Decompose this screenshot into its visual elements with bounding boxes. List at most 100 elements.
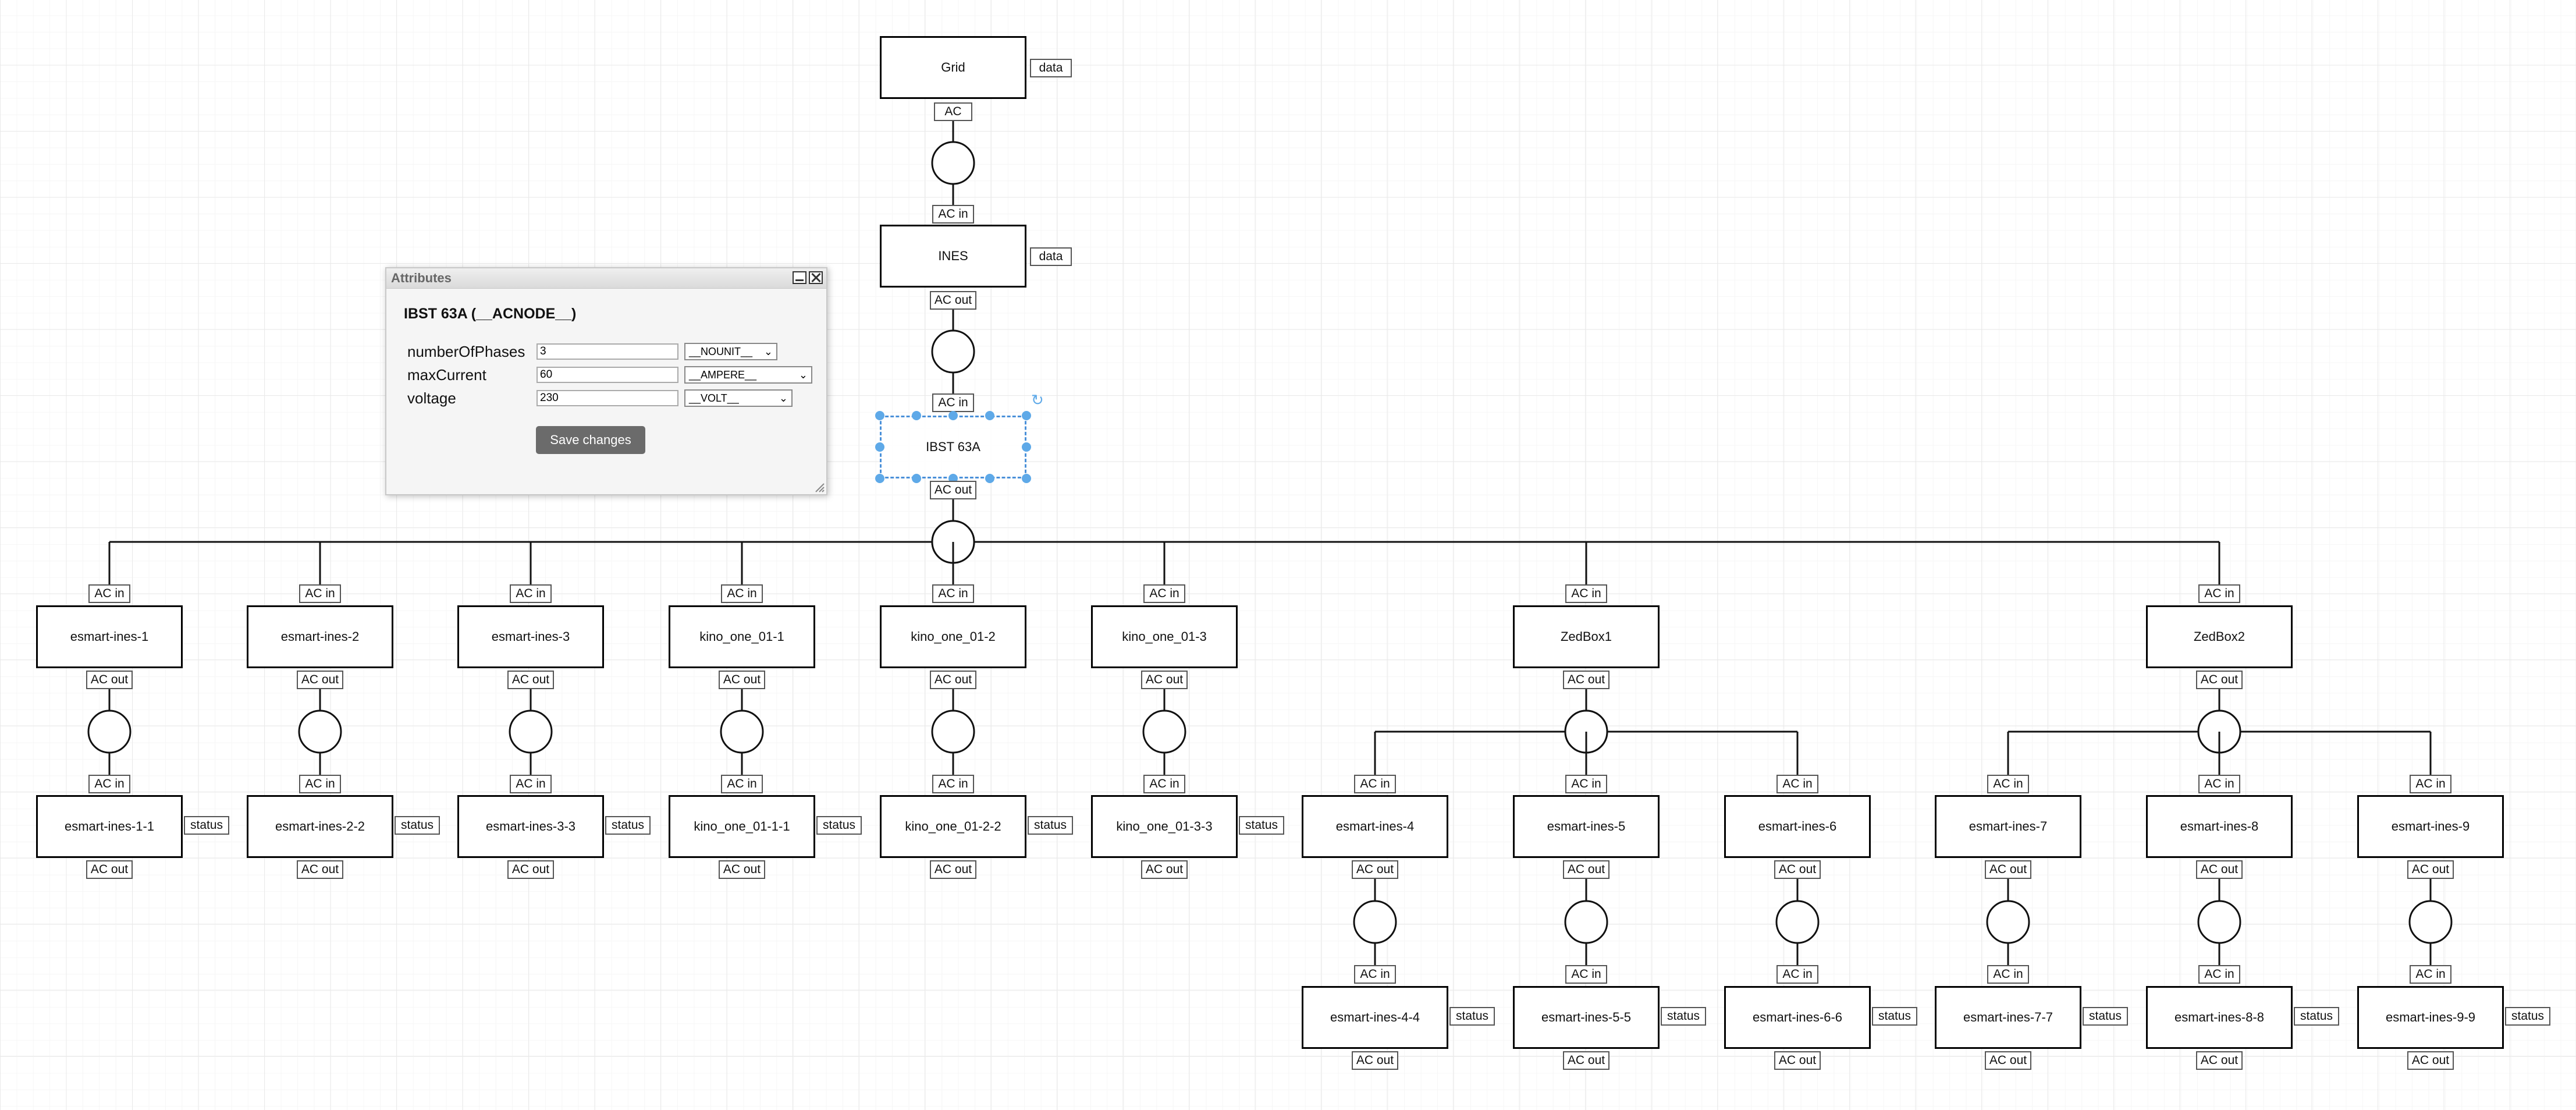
bus-junction[interactable] [2197, 900, 2241, 944]
port-label-ac-in[interactable]: AC in [932, 584, 974, 603]
port-label-ac-out[interactable]: AC out [1563, 671, 1609, 689]
port-label-status[interactable]: status [184, 816, 229, 835]
port-label-status[interactable]: status [1872, 1007, 1917, 1026]
port-label-ac-in[interactable]: AC in [1354, 965, 1396, 984]
port-label-ac-out[interactable]: AC out [2196, 1051, 2243, 1070]
port-label-ac-in[interactable]: AC in [2198, 584, 2240, 603]
device-node-n3[interactable]: esmart-ines-3 [457, 605, 604, 668]
port-label-ac-in[interactable]: AC in [1143, 775, 1185, 793]
port-label-ac-out[interactable]: AC out [1352, 1051, 1398, 1070]
port-label-ac-in[interactable]: AC in [2410, 965, 2451, 984]
port-label-data[interactable]: data [1030, 59, 1072, 77]
port-label-status[interactable]: status [2505, 1007, 2550, 1026]
port-label-status[interactable]: status [605, 816, 651, 835]
port-label-ac-in[interactable]: AC in [721, 775, 763, 793]
voltage-input[interactable] [536, 390, 678, 406]
unit-select[interactable]: __NOUNIT__ ⌄ [684, 343, 777, 360]
device-node-c2[interactable]: esmart-ines-2-2 [247, 795, 393, 858]
port-label-ac-out[interactable]: AC out [507, 860, 554, 879]
device-node-z7[interactable]: esmart-ines-7 [1935, 795, 2081, 858]
device-node-z5[interactable]: esmart-ines-5 [1513, 795, 1660, 858]
port-label-ac-in[interactable]: AC in [510, 584, 552, 603]
resize-handle[interactable] [985, 474, 994, 483]
bus-junction[interactable] [931, 329, 975, 374]
resize-handle[interactable] [1022, 442, 1031, 452]
device-node-z4[interactable]: esmart-ines-4 [1302, 795, 1448, 858]
port-label-ac-in[interactable]: AC in [88, 584, 130, 603]
port-label-ac-out[interactable]: AC out [86, 671, 133, 689]
device-node-zed1[interactable]: ZedBox1 [1513, 605, 1660, 668]
device-node-c3[interactable]: esmart-ines-3-3 [457, 795, 604, 858]
port-label-ac-in[interactable]: AC in [1565, 584, 1607, 603]
close-icon[interactable] [809, 271, 823, 284]
port-label-ac-out[interactable]: AC out [1985, 860, 2031, 879]
port-label-ac-out[interactable]: AC out [507, 671, 554, 689]
resize-handle[interactable] [985, 411, 994, 420]
port-label-status[interactable]: status [2083, 1007, 2128, 1026]
device-node-d5[interactable]: esmart-ines-5-5 [1513, 986, 1660, 1049]
resize-handle[interactable] [875, 411, 884, 420]
port-label-status[interactable]: status [1239, 816, 1284, 835]
rotate-icon[interactable]: ↻ [1031, 391, 1044, 409]
device-node-grid[interactable]: Grid [880, 36, 1026, 99]
port-label-ac-out[interactable]: AC out [1141, 860, 1188, 879]
bus-junction[interactable] [87, 710, 132, 754]
bus-junction[interactable] [1353, 900, 1397, 944]
device-node-c1[interactable]: esmart-ines-1-1 [36, 795, 183, 858]
port-label-ac-out[interactable]: AC out [1352, 860, 1398, 879]
port-label-ac-in[interactable]: AC in [1354, 775, 1396, 793]
max-current-input[interactable] [536, 367, 678, 383]
resize-handle[interactable] [1022, 411, 1031, 420]
port-label-ac-in[interactable]: AC in [1987, 775, 2029, 793]
resize-handle[interactable] [948, 411, 958, 420]
port-label-ac-in[interactable]: AC in [1776, 965, 1818, 984]
port-label-ac-in[interactable]: AC in [510, 775, 552, 793]
port-label-ac-out[interactable]: AC out [930, 291, 976, 310]
port-label-ac-out[interactable]: AC out [1141, 671, 1188, 689]
port-label-ac-out[interactable]: AC out [297, 860, 343, 879]
port-label-ac-out[interactable]: AC out [2407, 1051, 2454, 1070]
port-label-ac-in[interactable]: AC in [2198, 965, 2240, 984]
port-label-ac-out[interactable]: AC out [719, 671, 765, 689]
device-node-d8[interactable]: esmart-ines-8-8 [2146, 986, 2293, 1049]
device-node-n5[interactable]: kino_one_01-2 [880, 605, 1026, 668]
port-label-ac-in[interactable]: AC in [932, 775, 974, 793]
device-node-c6[interactable]: kino_one_01-3-3 [1091, 795, 1238, 858]
port-label-status[interactable]: status [395, 816, 440, 835]
port-label-ac-in[interactable]: AC in [2410, 775, 2451, 793]
port-label-ac-out[interactable]: AC out [719, 860, 765, 879]
unit-select[interactable]: __AMPERE__ ⌄ [684, 366, 812, 384]
port-label-ac-out[interactable]: AC out [2407, 860, 2454, 879]
port-label-ac-in[interactable]: AC in [932, 205, 974, 224]
port-label-data[interactable]: data [1030, 247, 1072, 266]
port-label-ac-out[interactable]: AC out [930, 481, 976, 499]
bus-junction[interactable] [1564, 900, 1608, 944]
port-label-ac-in[interactable]: AC in [88, 775, 130, 793]
port-label-ac[interactable]: AC [934, 102, 972, 121]
bus-junction[interactable] [2408, 900, 2453, 944]
port-label-ac-out[interactable]: AC out [1563, 1051, 1609, 1070]
port-label-ac-in[interactable]: AC in [1565, 965, 1607, 984]
resize-handle[interactable] [875, 474, 884, 483]
device-node-ibst[interactable]: IBST 63A [880, 416, 1026, 478]
device-node-zed2[interactable]: ZedBox2 [2146, 605, 2293, 668]
device-node-c4[interactable]: kino_one_01-1-1 [669, 795, 815, 858]
device-node-z6[interactable]: esmart-ines-6 [1724, 795, 1871, 858]
port-label-ac-out[interactable]: AC out [1563, 860, 1609, 879]
port-label-ac-in[interactable]: AC in [2198, 775, 2240, 793]
port-label-ac-out[interactable]: AC out [1774, 1051, 1821, 1070]
port-label-ac-in[interactable]: AC in [299, 584, 341, 603]
device-node-d7[interactable]: esmart-ines-7-7 [1935, 986, 2081, 1049]
port-label-ac-in[interactable]: AC in [1776, 775, 1818, 793]
resize-handle[interactable] [875, 442, 884, 452]
port-label-ac-out[interactable]: AC out [1774, 860, 1821, 879]
port-label-status[interactable]: status [1449, 1007, 1495, 1026]
port-label-status[interactable]: status [1028, 816, 1073, 835]
port-label-ac-in[interactable]: AC in [1987, 965, 2029, 984]
port-label-status[interactable]: status [2294, 1007, 2339, 1026]
port-label-ac-in[interactable]: AC in [1565, 775, 1607, 793]
resize-handle[interactable] [912, 474, 921, 483]
save-changes-button[interactable]: Save changes [536, 426, 645, 454]
resize-handle[interactable] [912, 411, 921, 420]
